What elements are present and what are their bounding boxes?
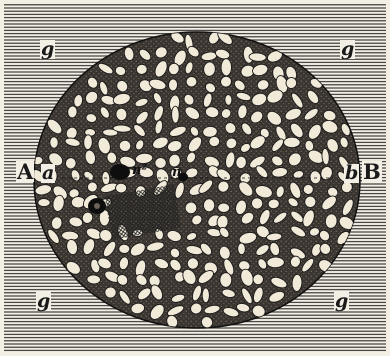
grain — [237, 243, 245, 255]
grain — [119, 244, 130, 254]
label-B: B — [362, 161, 382, 182]
grain — [155, 157, 167, 169]
grain — [267, 257, 285, 268]
grain — [83, 135, 92, 150]
grain — [268, 199, 280, 210]
label-g-top-right: g — [340, 40, 355, 59]
grain — [202, 288, 209, 303]
grain — [304, 196, 316, 208]
label-A: A — [16, 161, 34, 182]
grain — [115, 183, 127, 193]
label-g-top-left: g — [40, 40, 55, 59]
grain — [220, 273, 232, 288]
grain — [218, 203, 230, 213]
grain — [168, 79, 177, 91]
grain — [284, 137, 301, 148]
label-n: n — [171, 166, 182, 179]
label-g-bottom-left: g — [36, 292, 51, 311]
grain — [38, 198, 51, 206]
grain — [225, 94, 232, 105]
grain — [204, 199, 215, 212]
grain — [50, 137, 59, 149]
grain — [209, 136, 220, 147]
grain — [221, 59, 231, 76]
grain — [71, 196, 85, 208]
label-b: b — [344, 164, 359, 183]
grain — [87, 275, 101, 285]
label-a: a — [41, 164, 55, 183]
label-g-bottom-right: g — [334, 292, 349, 311]
label-n2: n² — [131, 164, 148, 177]
grain — [171, 106, 179, 123]
